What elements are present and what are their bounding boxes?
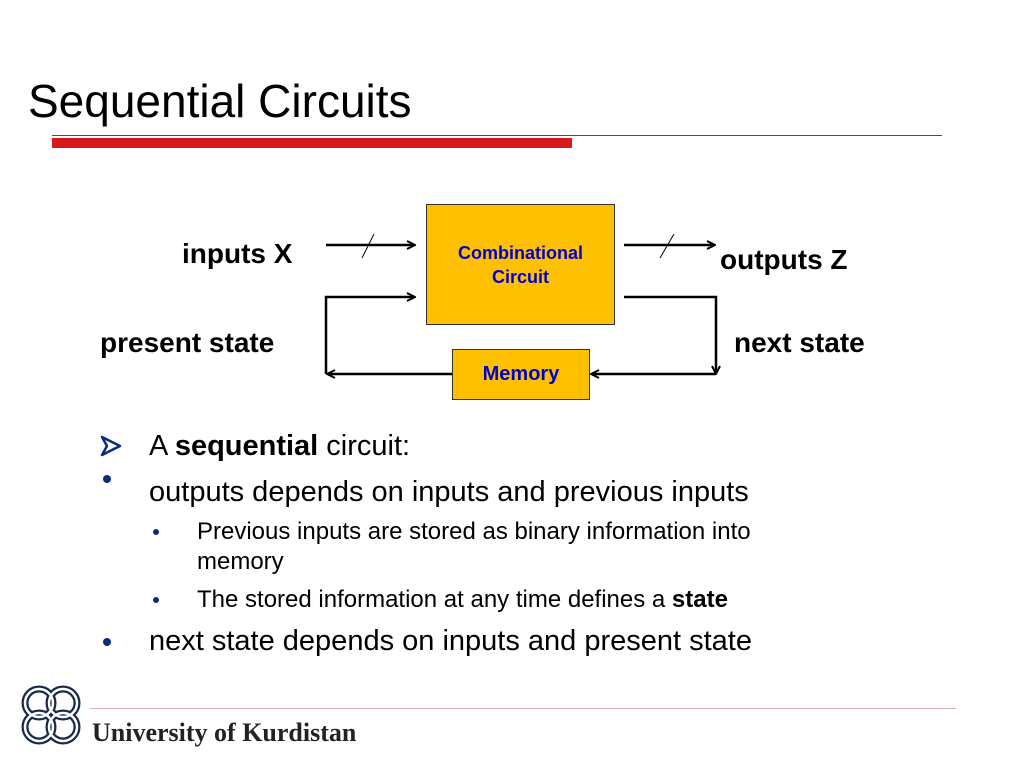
sub-bullet-text-bold: state [671, 586, 728, 613]
sub-bullet-state: The stored information at any time defin… [197, 585, 728, 615]
memory-box: Memory [452, 349, 590, 400]
bullet-outputs: outputs depends on inputs and previous i… [149, 476, 749, 508]
memory-label: Memory [482, 363, 560, 385]
outputs-bus-slash [659, 233, 675, 259]
arrow-bullet-icon [100, 435, 122, 457]
sub-bullet-previous-inputs-line1: Previous inputs are stored as binary inf… [197, 518, 751, 545]
combinational-circuit-box: Combinational Circuit [426, 204, 615, 325]
inputs-bus-slash [361, 233, 375, 259]
outputs-z-label: outputs Z [720, 244, 848, 275]
title-underline-thin [52, 135, 942, 136]
present-state-path [324, 297, 414, 374]
footer-divider [90, 708, 956, 709]
bullet-sequential: A sequential circuit: [149, 429, 410, 463]
sub-bullet-previous-inputs-line2: memory [197, 548, 284, 575]
title-underline-thick [52, 138, 572, 148]
diagram-arrows [324, 233, 1024, 415]
next-state-path [624, 295, 716, 373]
present-state-label: present state [100, 327, 275, 358]
circuit-label: Circuit [491, 266, 549, 287]
slide-title: Sequential Circuits [28, 75, 412, 127]
dot-bullet-icon [103, 638, 111, 646]
bullet-text-prefix: A [149, 430, 175, 462]
inputs-x-label: inputs X [182, 238, 293, 269]
dot-bullet-icon [153, 529, 159, 535]
dot-bullet-icon [153, 597, 159, 603]
bullet-next-state: next state depends on inputs and present… [149, 625, 752, 657]
bullet-text-suffix: circuit: [318, 430, 411, 462]
sequential-circuit-diagram: inputs X outputs Z present state next st… [0, 190, 1024, 415]
sub-bullet-text-prefix: The stored information at any time defin… [197, 586, 672, 613]
university-logo-icon [21, 685, 81, 745]
university-name: University of Kurdistan [92, 718, 357, 747]
next-state-label: next state [734, 327, 865, 358]
bullet-text-bold: sequential [174, 430, 319, 462]
dot-bullet-icon [103, 475, 111, 483]
combinational-label: Combinational [458, 242, 583, 263]
